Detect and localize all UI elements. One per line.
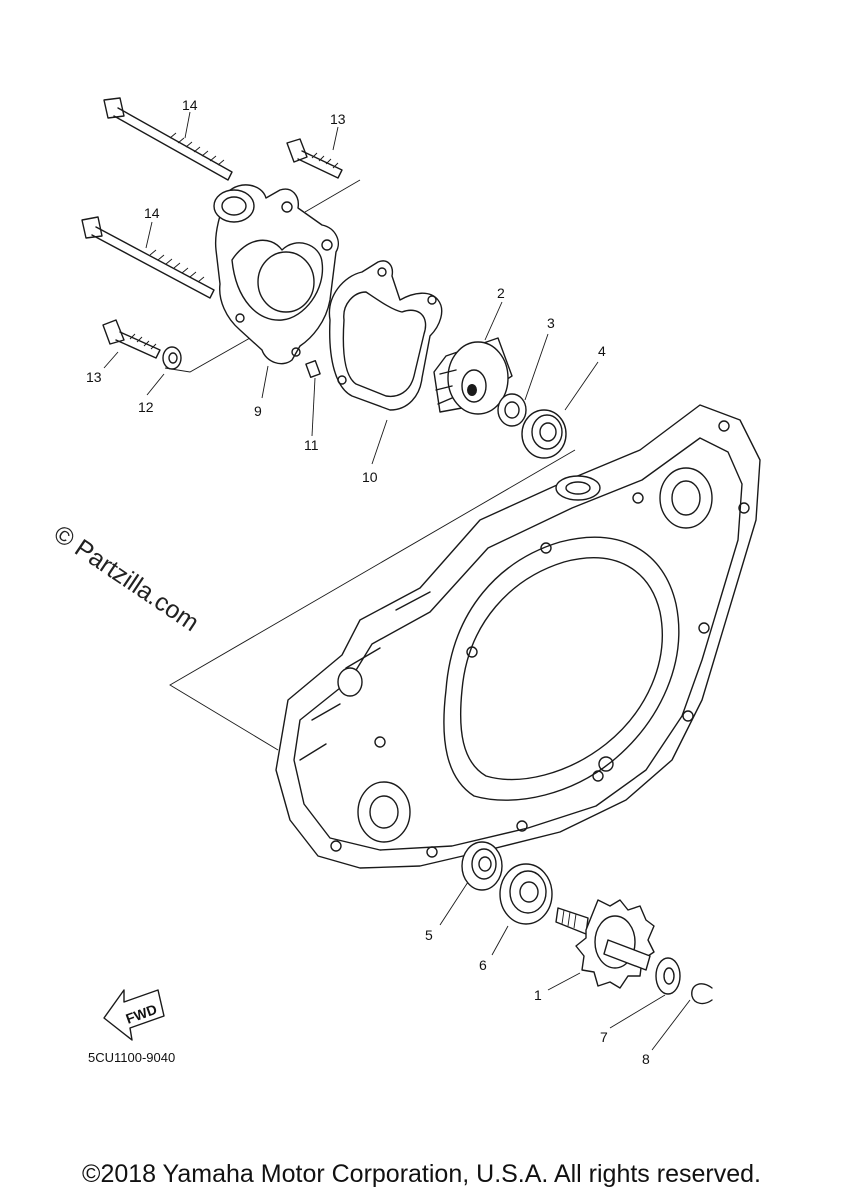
callout-1: 1 — [534, 987, 542, 1003]
callout-8: 8 — [642, 1051, 650, 1067]
oil-seal-3 — [497, 393, 527, 427]
watermark: © Partzilla.com — [49, 520, 204, 637]
callout-14-lower: 14 — [144, 205, 160, 221]
callout-3: 3 — [547, 315, 555, 331]
bolt-14-lower — [81, 216, 215, 299]
callout-13-upper: 13 — [330, 111, 346, 127]
bolt-13-upper — [286, 138, 343, 179]
drawing-code: 5CU1100-9040 — [88, 1050, 175, 1065]
gasket-10 — [328, 260, 443, 411]
callout-7: 7 — [600, 1029, 608, 1045]
callout-14-upper: 14 — [182, 97, 198, 113]
copyright-notice: ©2018 Yamaha Motor Corporation, U.S.A. A… — [82, 1160, 761, 1188]
callout-9: 9 — [254, 403, 262, 419]
leader-lines — [103, 111, 691, 1051]
bolt-13-lower — [102, 319, 161, 359]
callout-12: 12 — [138, 399, 154, 415]
callout-2: 2 — [497, 285, 505, 301]
callout-labels: 14 13 14 13 12 9 11 10 2 3 4 5 6 1 7 8 — [86, 97, 650, 1067]
circlip-8 — [691, 983, 713, 1005]
fwd-badge: FWD — [103, 989, 165, 1041]
callout-11: 11 — [304, 437, 319, 453]
impeller-2 — [433, 337, 513, 415]
callout-10: 10 — [362, 469, 378, 485]
washer-7 — [655, 957, 681, 995]
washer-12 — [162, 346, 182, 370]
bearing-4 — [521, 409, 567, 459]
callout-5: 5 — [425, 927, 433, 943]
impeller-shaft-1 — [555, 899, 655, 989]
callout-4: 4 — [598, 343, 606, 359]
pump-cover-9 — [213, 184, 340, 378]
bolt-14-upper — [103, 97, 233, 181]
bearing-5 — [461, 841, 503, 891]
bearing-6 — [499, 863, 553, 925]
crankcase — [275, 404, 761, 869]
callout-13-lower: 13 — [86, 369, 102, 385]
callout-6: 6 — [479, 957, 487, 973]
